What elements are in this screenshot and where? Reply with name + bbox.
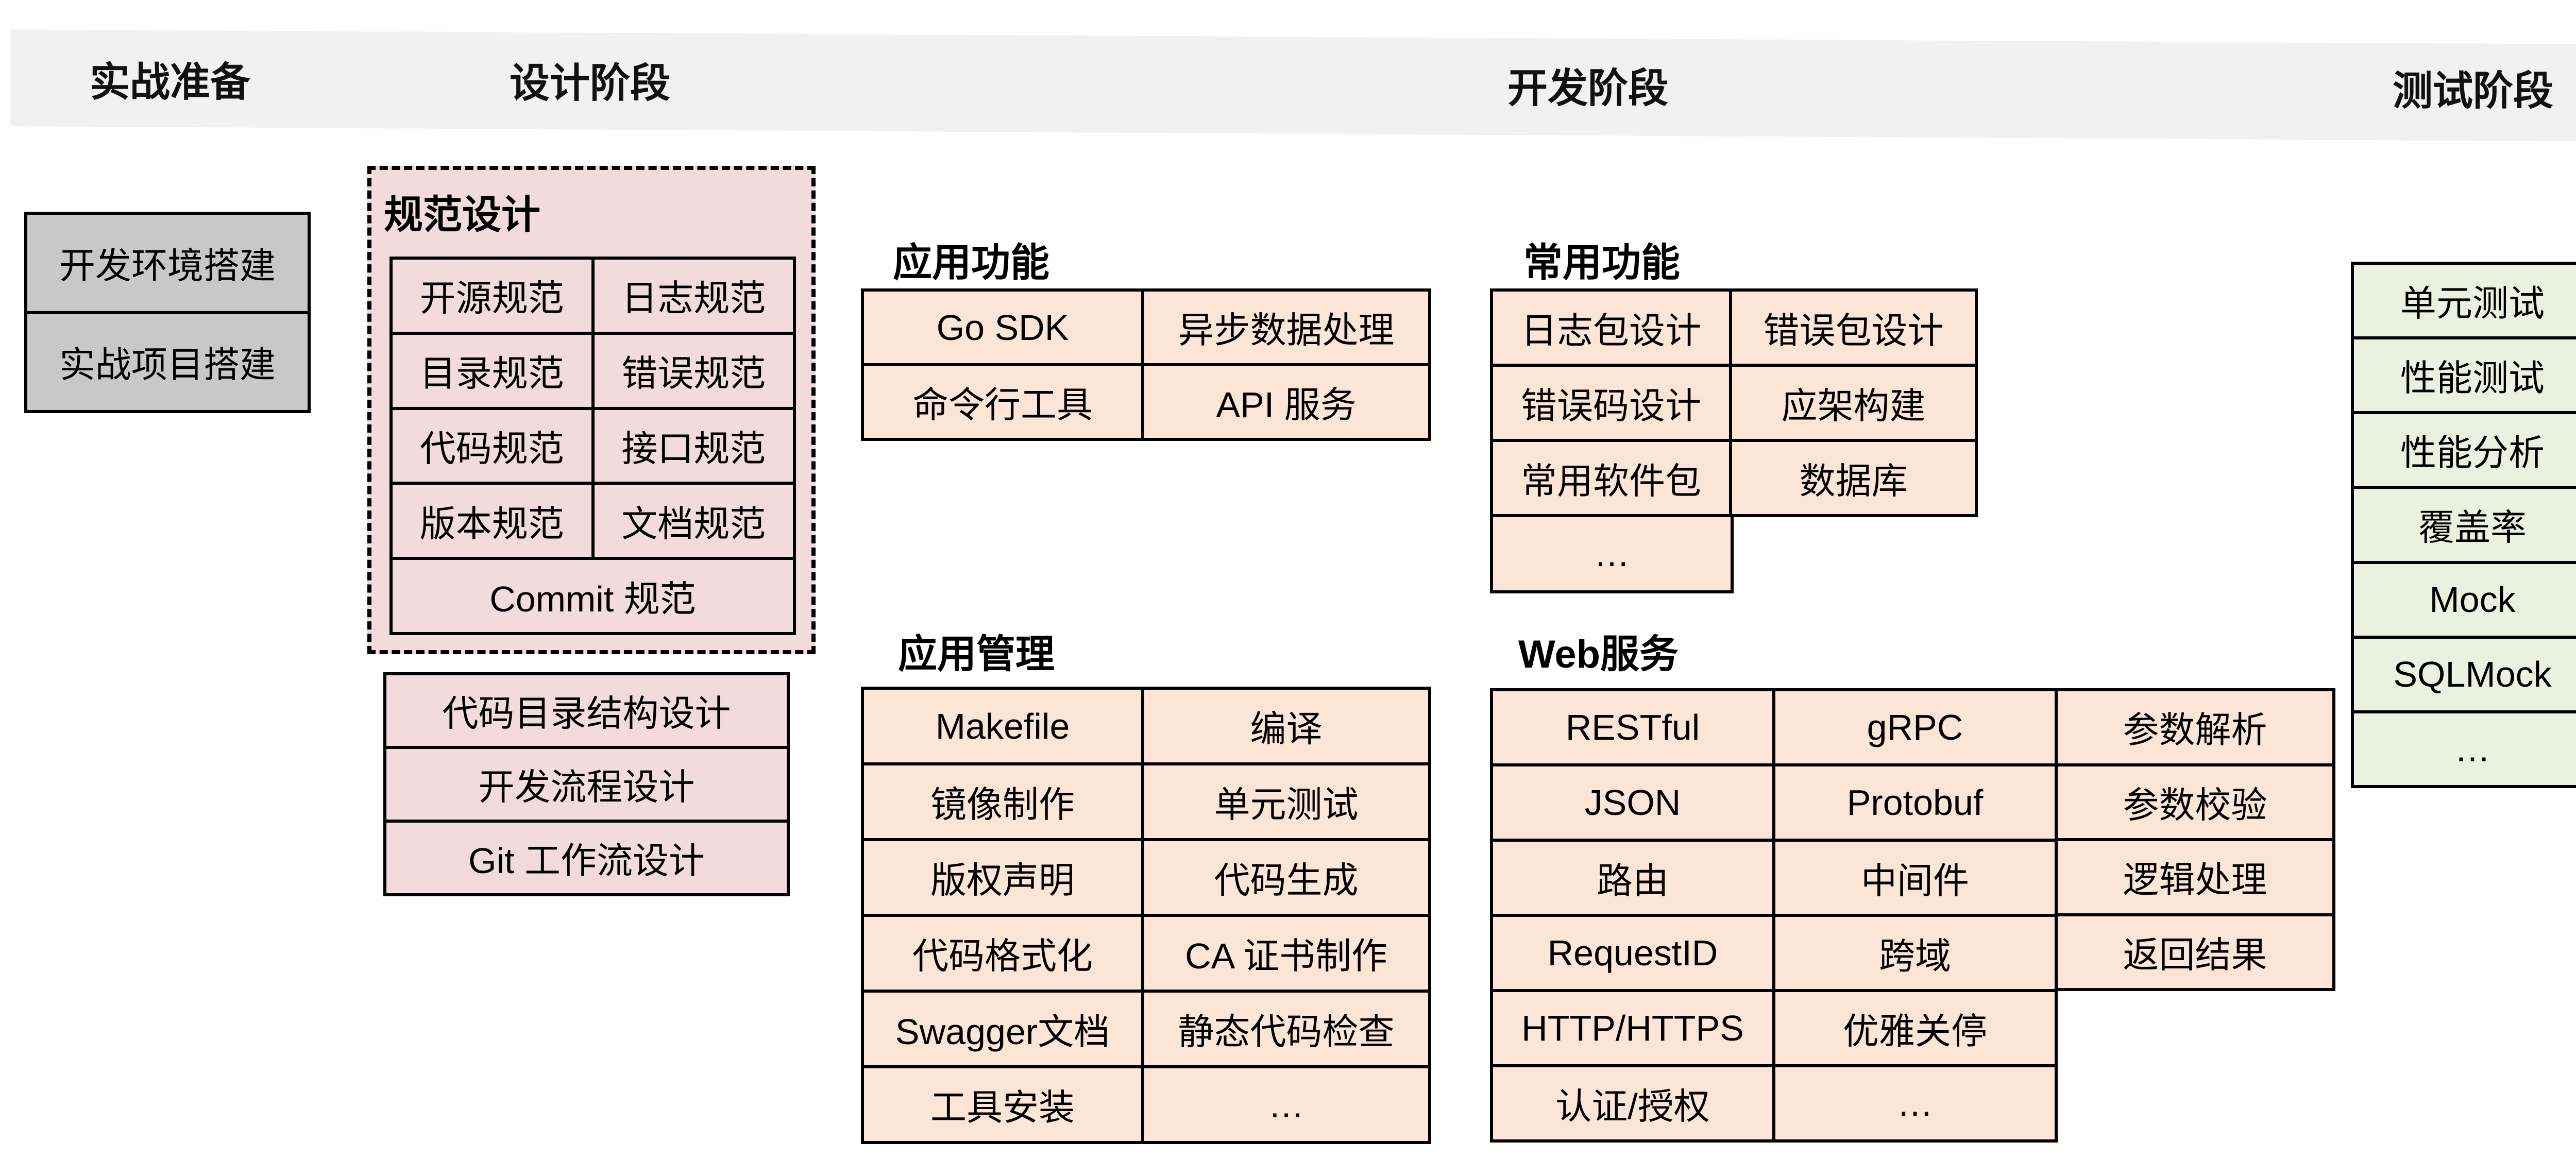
table-cell: 中间件 <box>1775 842 2055 914</box>
table-cell: 常用软件包 <box>1493 442 1730 514</box>
common-features-more: … <box>1490 514 1734 593</box>
table-cell: 应架构建 <box>1732 367 1975 439</box>
table-cell: 跨域 <box>1775 917 2055 989</box>
web-service-title: Web服务 <box>1518 633 1679 676</box>
table-cell: 日志规范 <box>594 260 793 332</box>
table-cell: … <box>1775 1067 2055 1139</box>
spec-design-title: 规范设计 <box>384 193 540 237</box>
table-cell: Git 工作流设计 <box>386 823 787 893</box>
table-cell: API 服务 <box>1144 366 1428 438</box>
table-cell: 错误码设计 <box>1493 367 1730 439</box>
table-cell: CA 证书制作 <box>1144 917 1428 990</box>
table-cell: … <box>2354 713 2576 785</box>
table-cell: Go SDK <box>864 292 1142 363</box>
table-cell: HTTP/HTTPS <box>1493 992 1772 1064</box>
stage-label-dev: 开发阶段 <box>1507 65 1669 111</box>
table-cell: RequestID <box>1493 917 1772 989</box>
table-cell: 覆盖率 <box>2354 489 2576 561</box>
table-cell: 错误包设计 <box>1732 292 1975 364</box>
table-cell: 接口规范 <box>594 410 793 482</box>
table-cell: 代码格式化 <box>864 917 1142 990</box>
web-service-col3: 参数解析 参数校验 逻辑处理 返回结果 <box>2055 688 2335 991</box>
app-mgmt-table: Makefile 编译 镜像制作 单元测试 版权声明 代码生成 代码格式化 CA… <box>861 687 1431 1144</box>
common-features-table: 日志包设计 错误包设计 错误码设计 应架构建 常用软件包 数据库 <box>1490 288 1978 517</box>
prep-table: 开发环境搭建 实战项目搭建 <box>24 212 311 413</box>
process-arrow <box>10 29 2576 142</box>
table-cell: 镜像制作 <box>864 765 1142 838</box>
table-cell: 性能测试 <box>2354 339 2576 412</box>
table-cell: Swagger文档 <box>864 993 1142 1065</box>
table-cell: 参数解析 <box>2058 691 2332 763</box>
table-cell: 开源规范 <box>393 260 591 332</box>
table-cell: JSON <box>1493 766 1772 839</box>
table-cell: 性能分析 <box>2354 414 2576 486</box>
table-cell: 编译 <box>1144 690 1428 762</box>
table-cell: Mock <box>2354 564 2576 636</box>
table-cell: … <box>1493 517 1731 590</box>
spec-design-table: 开源规范 日志规范 目录规范 错误规范 代码规范 接口规范 版本规范 文档规范 … <box>389 257 796 635</box>
table-cell: 认证/授权 <box>1493 1067 1772 1139</box>
table-cell: Protobuf <box>1775 766 2055 839</box>
table-cell: 数据库 <box>1732 442 1975 514</box>
table-cell: 单元测试 <box>2354 265 2576 337</box>
table-cell: 代码目录结构设计 <box>386 675 787 746</box>
test-table: 单元测试 性能测试 性能分析 覆盖率 Mock SQLMock … <box>2351 262 2576 788</box>
table-cell: 优雅关停 <box>1775 992 2055 1064</box>
table-cell: 开发环境搭建 <box>27 215 308 311</box>
table-cell: 工具安装 <box>864 1068 1142 1141</box>
table-cell: RESTful <box>1493 691 1772 763</box>
table-cell: 单元测试 <box>1144 765 1428 838</box>
table-cell: 路由 <box>1493 842 1772 914</box>
app-features-table: Go SDK 异步数据处理 命令行工具 API 服务 <box>861 288 1431 441</box>
table-cell: gRPC <box>1775 691 2055 763</box>
design-flow-table: 代码目录结构设计 开发流程设计 Git 工作流设计 <box>383 672 790 896</box>
table-cell: 命令行工具 <box>864 366 1142 438</box>
stage-label-test: 测试阶段 <box>2392 68 2554 113</box>
web-service-table: RESTful gRPC JSON Protobuf 路由 中间件 Reques… <box>1490 688 2058 1143</box>
process-arrow-shape <box>10 29 2576 142</box>
table-cell: 版权声明 <box>864 841 1142 914</box>
table-cell: 实战项目搭建 <box>27 314 308 410</box>
table-cell: 静态代码检查 <box>1144 993 1428 1065</box>
table-cell: Commit 规范 <box>393 560 793 632</box>
table-cell: 代码生成 <box>1144 841 1428 914</box>
table-cell: 参数校验 <box>2058 766 2332 838</box>
app-mgmt-title: 应用管理 <box>898 633 1055 676</box>
table-cell: 版本规范 <box>393 485 591 557</box>
table-cell: 返回结果 <box>2058 916 2332 988</box>
table-cell: 开发流程设计 <box>386 749 787 820</box>
stage-label-design: 设计阶段 <box>509 60 671 106</box>
table-cell: 错误规范 <box>594 334 793 407</box>
table-cell: SQLMock <box>2354 638 2576 710</box>
table-cell: 文档规范 <box>594 485 793 557</box>
app-features-title: 应用功能 <box>893 241 1049 285</box>
table-cell: 代码规范 <box>393 410 591 482</box>
table-cell: 逻辑处理 <box>2058 841 2332 913</box>
table-cell: 日志包设计 <box>1493 292 1730 364</box>
common-features-title: 常用功能 <box>1523 241 1680 285</box>
table-cell: … <box>1144 1068 1428 1141</box>
table-cell: 目录规范 <box>393 334 591 407</box>
table-cell: 异步数据处理 <box>1144 292 1428 363</box>
table-cell: Makefile <box>864 690 1142 762</box>
stage-label-prep: 实战准备 <box>89 59 251 105</box>
